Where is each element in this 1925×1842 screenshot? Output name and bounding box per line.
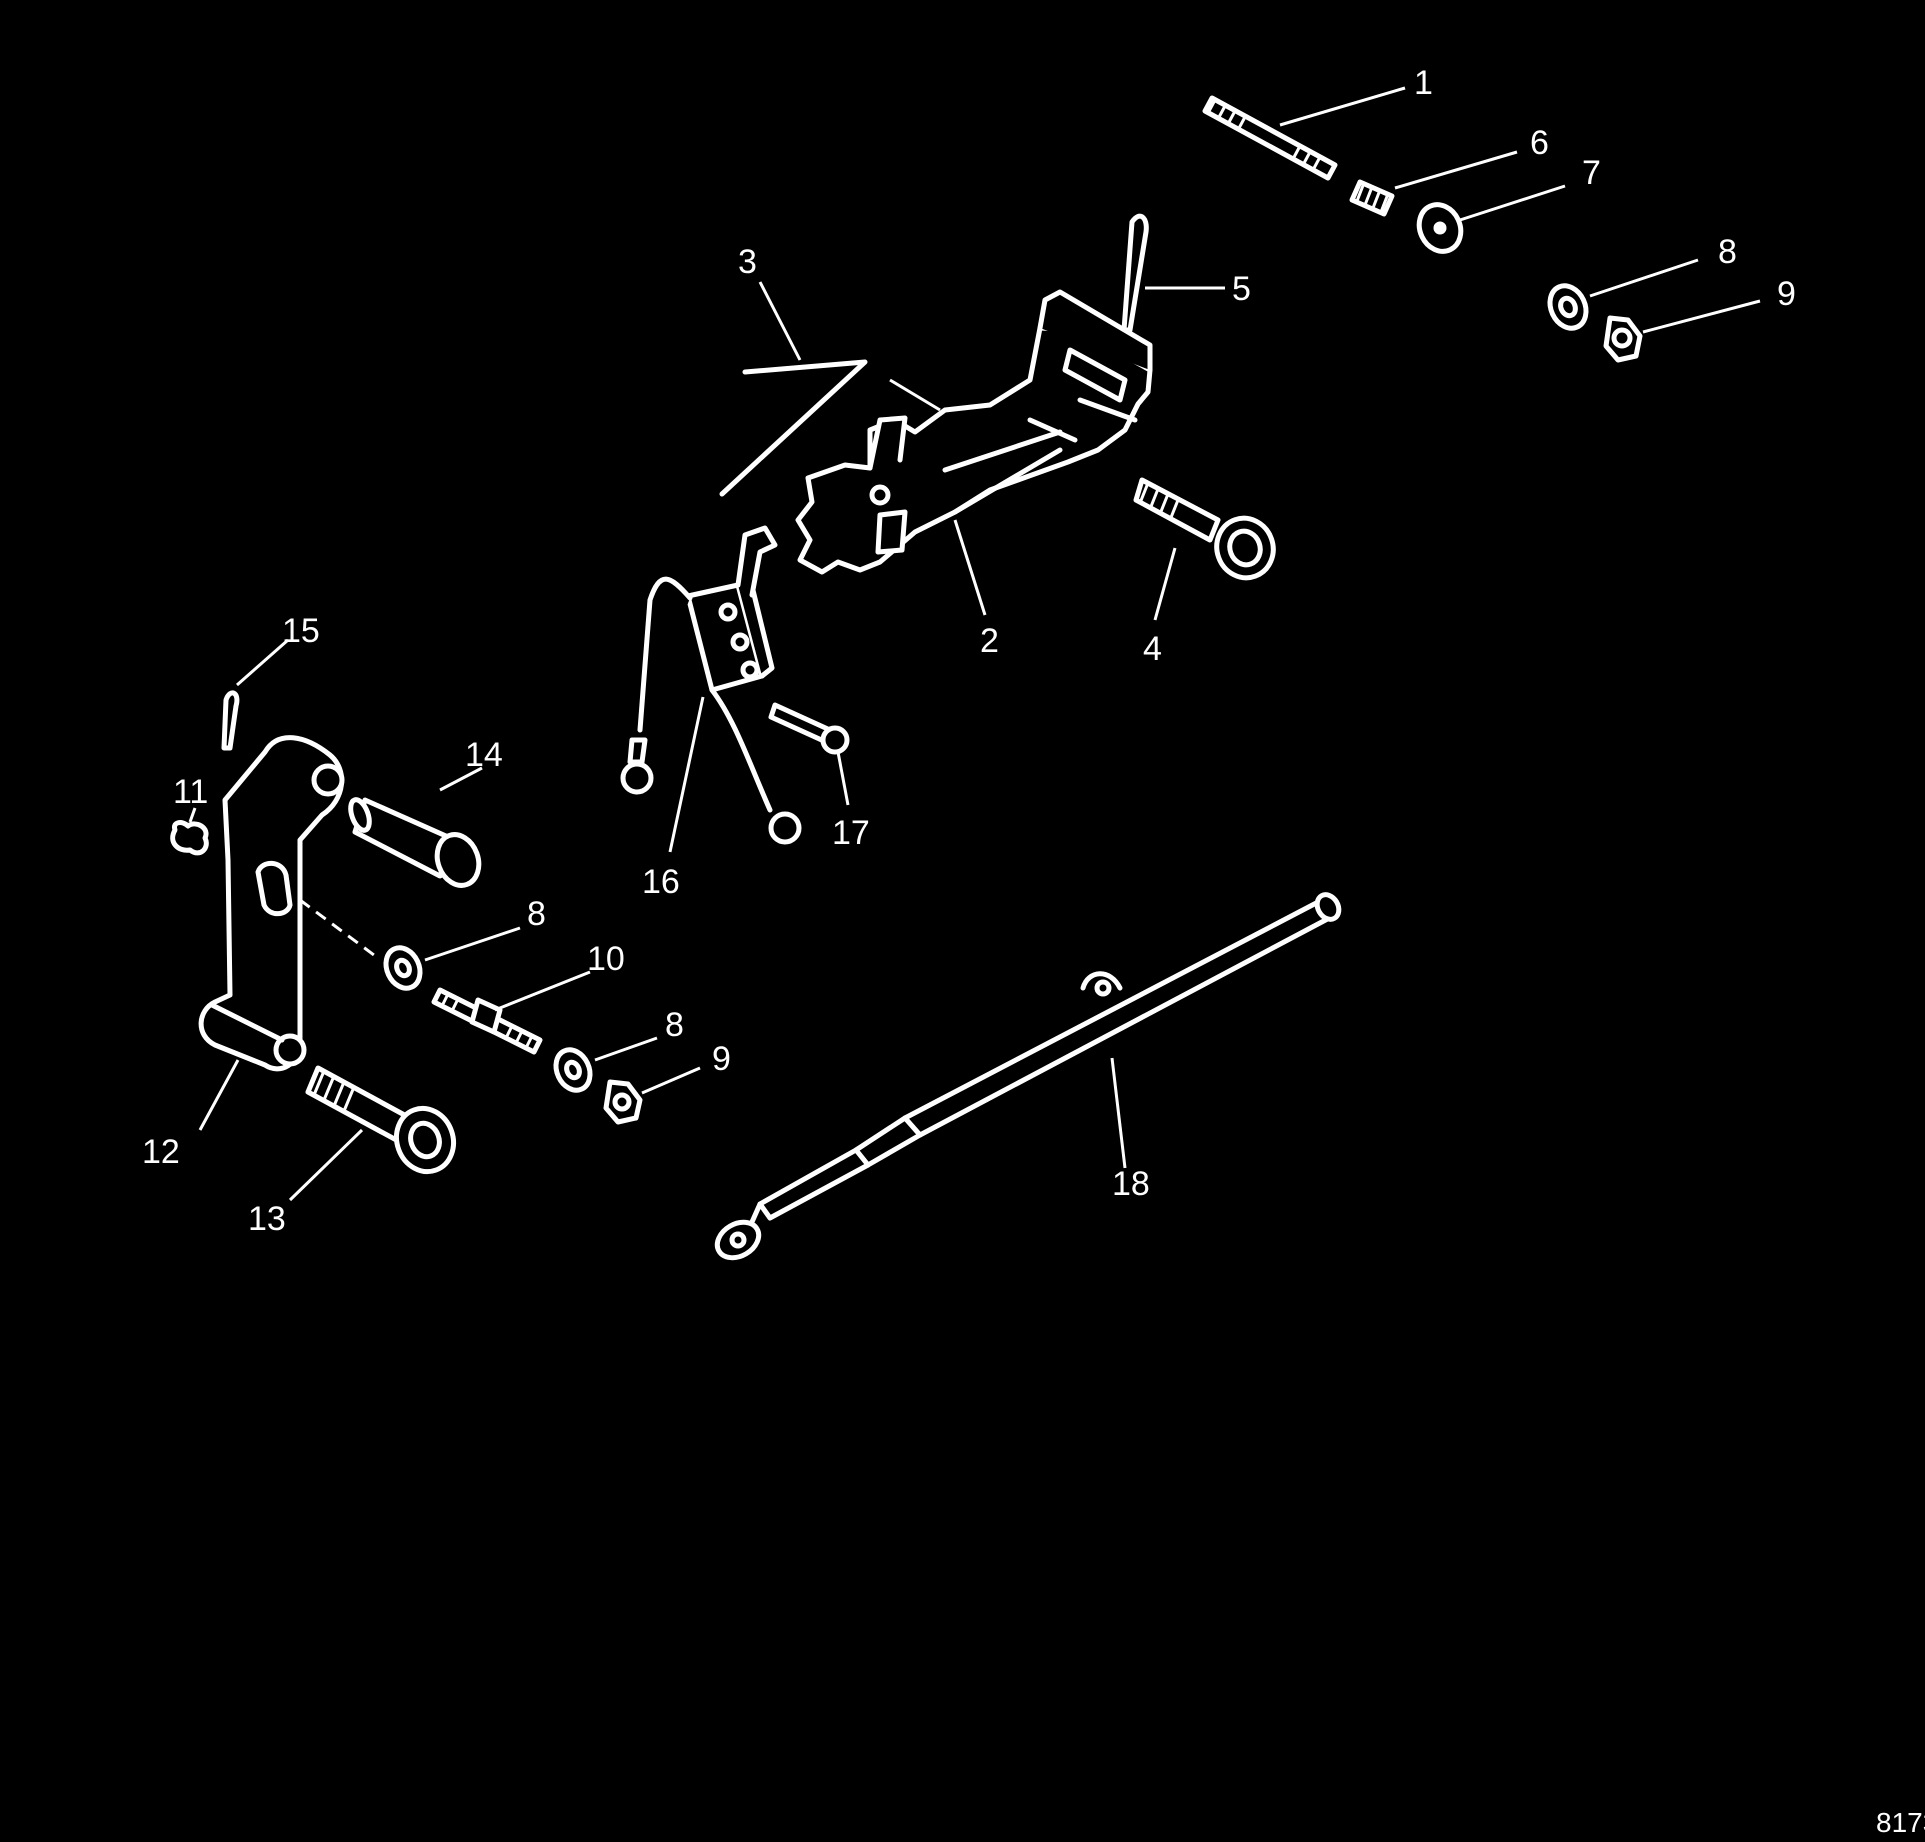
part-8-washer-top xyxy=(1547,283,1589,331)
part-11-clip xyxy=(170,820,209,856)
part-9-nut-low xyxy=(603,1079,643,1125)
part-14-pin xyxy=(348,797,482,888)
leader-13 xyxy=(288,1128,364,1202)
part-6-spring xyxy=(1349,179,1395,217)
leader-8b-dash xyxy=(299,898,379,960)
callout-labels: 1 2 3 4 5 6 7 8 9 8 10 8 9 11 12 13 14 1… xyxy=(142,64,1796,1238)
leader-lines xyxy=(188,86,1761,1202)
part-4-bolt xyxy=(1133,477,1276,581)
part-3-rod xyxy=(719,359,868,497)
part-15-cotter-pin xyxy=(221,690,240,751)
part-17-screw xyxy=(768,702,850,755)
leader-1 xyxy=(1279,86,1406,127)
leader-9a xyxy=(1642,299,1761,334)
leader-12 xyxy=(198,1059,240,1131)
part-10-stud xyxy=(431,987,543,1055)
callout-15: 15 xyxy=(282,612,320,650)
callout-5: 5 xyxy=(1232,270,1251,308)
leader-16 xyxy=(668,696,705,853)
leader-15 xyxy=(236,638,289,687)
callout-9b: 9 xyxy=(712,1040,731,1078)
callout-13: 13 xyxy=(248,1200,286,1238)
callout-8a: 8 xyxy=(1718,233,1737,271)
leader-3 xyxy=(758,281,802,361)
part-7-washer xyxy=(1416,202,1464,254)
leader-3b xyxy=(889,378,941,412)
leader-10 xyxy=(494,970,591,1012)
leader-2 xyxy=(953,519,987,616)
leader-8a xyxy=(1589,258,1699,298)
callout-8c: 8 xyxy=(665,1006,684,1044)
leader-4 xyxy=(1153,547,1177,621)
leader-18 xyxy=(1110,1057,1127,1169)
callout-6: 6 xyxy=(1530,124,1549,162)
part-8-washer-low xyxy=(553,1047,593,1093)
leader-9b xyxy=(641,1066,701,1095)
callout-4: 4 xyxy=(1143,630,1162,668)
leader-7 xyxy=(1459,184,1566,222)
callout-2: 2 xyxy=(980,622,999,660)
leader-11 xyxy=(188,807,197,823)
part-8-washer-mid xyxy=(383,945,423,991)
leader-17 xyxy=(836,751,850,806)
part-2-bracket xyxy=(795,289,1153,575)
leader-6 xyxy=(1394,150,1518,190)
callout-17: 17 xyxy=(832,814,870,852)
part-1-stud xyxy=(1202,95,1338,181)
figure-id: 8173 xyxy=(1876,1807,1925,1838)
callout-12: 12 xyxy=(142,1133,180,1171)
part-16-switch xyxy=(620,525,802,845)
callout-1: 1 xyxy=(1414,64,1433,102)
leader-8b xyxy=(424,926,521,962)
callout-11: 11 xyxy=(173,773,208,811)
leader-8c xyxy=(594,1036,658,1062)
callout-9a: 9 xyxy=(1777,275,1796,313)
part-18-rod xyxy=(714,892,1342,1261)
callout-16: 16 xyxy=(642,863,680,901)
leader-14 xyxy=(439,766,483,792)
callout-7: 7 xyxy=(1582,154,1601,192)
callout-18: 18 xyxy=(1112,1165,1150,1203)
callout-14: 14 xyxy=(465,736,503,774)
part-12-lever xyxy=(198,735,345,1072)
callout-3: 3 xyxy=(738,243,757,281)
callout-10: 10 xyxy=(587,940,625,978)
part-13-bolt xyxy=(305,1065,456,1175)
part-9-nut-top xyxy=(1603,315,1643,363)
part-5-cotter-pin xyxy=(1121,213,1149,333)
callout-8b: 8 xyxy=(527,895,546,933)
